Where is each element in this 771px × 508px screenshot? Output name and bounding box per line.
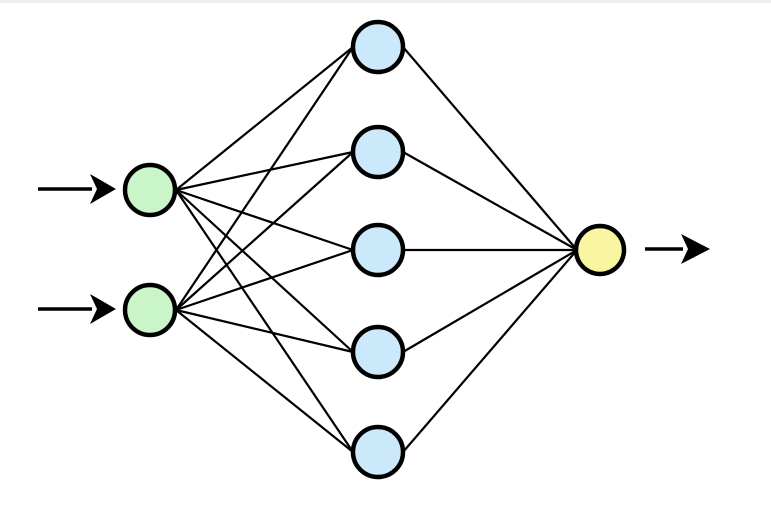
neuron-node-h2[interactable] (350, 124, 406, 180)
connection-edge-i1-h1 (175, 46, 354, 191)
input-arrow-1-head (90, 174, 116, 204)
connection-edge-i2-h2 (175, 151, 354, 311)
connection-edge-h5-o1 (402, 249, 578, 453)
neuron-node-h4[interactable] (350, 324, 406, 380)
connection-edge-i1-h4 (175, 189, 354, 353)
connection-edge-i1-h3 (175, 188, 354, 252)
neuron-node-h5[interactable] (350, 424, 406, 480)
io-arrows-group (38, 174, 710, 324)
connection-edge-i2-h5 (175, 309, 354, 453)
input-arrow-1 (38, 174, 116, 204)
input-layer (122, 162, 178, 338)
neuron-nodes-group (122, 19, 627, 480)
connection-edge-h4-o1 (402, 249, 578, 353)
connection-edge-i2-h3 (175, 248, 354, 312)
hidden-layer (350, 19, 406, 480)
connection-edge-i2-h1 (175, 46, 354, 311)
connection-edges-group (175, 46, 578, 453)
connection-edge-h2-o1 (402, 151, 578, 251)
connection-edge-h1-o1 (402, 46, 578, 251)
connection-edge-i1-h2 (175, 150, 354, 192)
neuron-node-h1[interactable] (350, 19, 406, 75)
output-arrow-1 (645, 234, 710, 264)
connection-edge-i1-h5 (175, 189, 354, 453)
neuron-node-o1[interactable] (573, 223, 627, 277)
input-arrow-2-head (90, 294, 116, 324)
neuron-node-h3[interactable] (350, 222, 406, 278)
neuron-node-i1[interactable] (122, 162, 178, 218)
neuron-node-i2[interactable] (122, 282, 178, 338)
input-arrow-2 (38, 294, 116, 324)
output-arrow-1-head (681, 234, 710, 264)
output-layer (573, 223, 627, 277)
top-edge-strip (0, 0, 771, 3)
connection-edge-i2-h4 (175, 308, 354, 354)
